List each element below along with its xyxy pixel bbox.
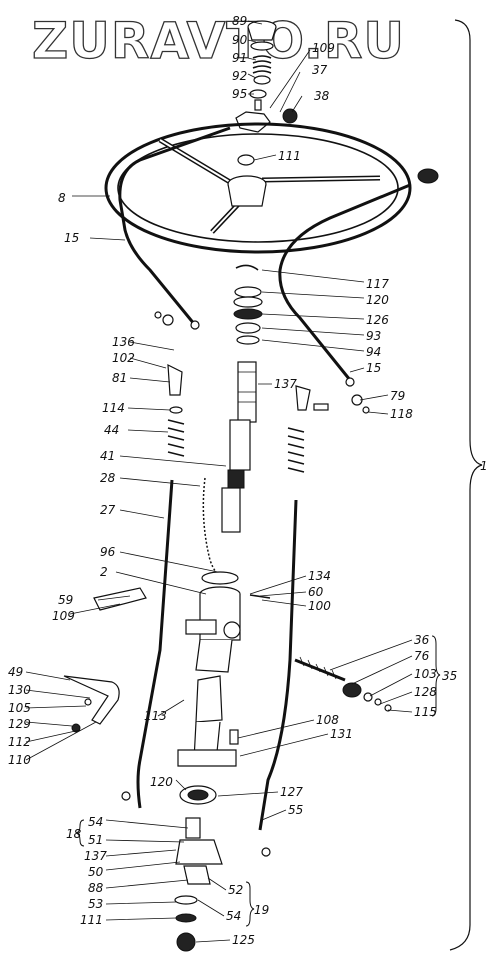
callout-label-91: 91 bbox=[232, 51, 247, 65]
callout-label-105: 105 bbox=[8, 701, 31, 715]
callout-label-137b: 137 bbox=[84, 849, 107, 863]
callout-label-131: 131 bbox=[330, 727, 353, 741]
callout-label-94: 94 bbox=[366, 345, 381, 359]
callout-label-88: 88 bbox=[88, 881, 104, 895]
switch-assembly bbox=[294, 656, 392, 712]
callout-label-37: 37 bbox=[312, 63, 328, 77]
callout-label-114: 114 bbox=[102, 401, 125, 415]
callout-label-111a: 111 bbox=[278, 149, 301, 163]
brace-18 bbox=[75, 819, 85, 847]
callout-label-103: 103 bbox=[414, 667, 437, 681]
callout-label-1: 1 bbox=[480, 459, 488, 473]
callout-label-49: 49 bbox=[8, 665, 23, 679]
callout-label-52: 52 bbox=[228, 883, 243, 897]
callout-label-127: 127 bbox=[280, 785, 303, 799]
callout-label-90: 90 bbox=[232, 33, 248, 47]
universal-joint bbox=[121, 791, 271, 952]
callout-label-35: 35 bbox=[442, 669, 457, 683]
callout-label-110: 110 bbox=[8, 753, 31, 767]
brace-19 bbox=[245, 881, 255, 927]
callout-label-51: 51 bbox=[88, 833, 103, 847]
callout-label-95: 95 bbox=[232, 87, 247, 101]
callout-label-50: 50 bbox=[88, 865, 104, 879]
callout-label-8: 8 bbox=[58, 191, 66, 205]
lever-49 bbox=[63, 675, 120, 725]
turn-signal-rod-left bbox=[118, 126, 231, 326]
callout-label-108: 108 bbox=[316, 713, 339, 727]
callout-label-38: 38 bbox=[314, 89, 330, 103]
callout-label-53: 53 bbox=[88, 897, 103, 911]
callout-label-15a: 15 bbox=[64, 231, 79, 245]
callout-label-15b: 15 bbox=[366, 361, 381, 375]
lower-housing bbox=[177, 675, 239, 805]
callout-label-59: 59 bbox=[58, 593, 73, 607]
assembly-brace bbox=[449, 19, 483, 951]
horn-button-stack bbox=[235, 20, 298, 133]
plunger-left bbox=[167, 363, 185, 457]
callout-label-109b: 109 bbox=[52, 609, 75, 623]
watermark-text: ZURAVTO.RU bbox=[32, 12, 405, 70]
callout-label-60: 60 bbox=[308, 585, 324, 599]
callout-label-128: 128 bbox=[414, 685, 437, 699]
callout-label-115: 115 bbox=[414, 705, 437, 719]
callout-label-79: 79 bbox=[390, 389, 405, 403]
callout-label-96: 96 bbox=[100, 545, 116, 559]
callout-label-19: 19 bbox=[254, 903, 269, 917]
callout-label-130: 130 bbox=[8, 683, 31, 697]
column-rod-left bbox=[136, 479, 174, 809]
callout-label-89: 89 bbox=[232, 14, 247, 28]
callout-label-36: 36 bbox=[414, 633, 430, 647]
callout-label-136: 136 bbox=[112, 335, 135, 349]
callout-label-120a: 120 bbox=[366, 293, 389, 307]
brace-35 bbox=[431, 635, 441, 717]
plunger-right bbox=[287, 385, 329, 473]
callout-label-81: 81 bbox=[112, 371, 127, 385]
steering-wheel bbox=[104, 122, 439, 254]
callout-label-129: 129 bbox=[8, 717, 31, 731]
callout-label-2: 2 bbox=[100, 565, 108, 579]
callout-label-113: 113 bbox=[144, 709, 167, 723]
callout-label-41: 41 bbox=[100, 449, 115, 463]
callout-label-102: 102 bbox=[112, 351, 135, 365]
callout-label-137a: 137 bbox=[274, 377, 297, 391]
callout-label-111b: 111 bbox=[80, 913, 103, 927]
callout-label-117: 117 bbox=[366, 277, 389, 291]
steering-shaft bbox=[221, 361, 257, 533]
turn-signal-rod-right bbox=[278, 183, 411, 381]
callout-label-126: 126 bbox=[366, 313, 389, 327]
callout-label-54a: 54 bbox=[88, 815, 103, 829]
callout-label-55: 55 bbox=[288, 803, 303, 817]
callout-label-93: 93 bbox=[366, 329, 381, 343]
callout-label-109a: 109 bbox=[312, 41, 335, 55]
callout-label-125: 125 bbox=[232, 933, 255, 947]
callout-labels: 8990919295109373811181511712012693941513… bbox=[8, 14, 488, 947]
callout-label-112: 112 bbox=[8, 735, 31, 749]
callout-label-54b: 54 bbox=[226, 909, 241, 923]
callout-label-134: 134 bbox=[308, 569, 331, 583]
leader-lines bbox=[25, 20, 413, 943]
callout-label-44: 44 bbox=[104, 423, 119, 437]
callout-label-76: 76 bbox=[414, 649, 430, 663]
bracket-59 bbox=[93, 587, 147, 611]
callout-label-92: 92 bbox=[232, 69, 247, 83]
callout-label-28: 28 bbox=[100, 471, 116, 485]
callout-label-100: 100 bbox=[308, 599, 331, 613]
callout-label-27: 27 bbox=[100, 503, 116, 517]
callout-label-120b: 120 bbox=[150, 775, 173, 789]
column-housing bbox=[185, 571, 271, 673]
callout-label-18: 18 bbox=[66, 827, 82, 841]
washer-stack bbox=[233, 264, 263, 345]
callout-label-118: 118 bbox=[390, 407, 413, 421]
column-rod-right bbox=[258, 499, 298, 831]
